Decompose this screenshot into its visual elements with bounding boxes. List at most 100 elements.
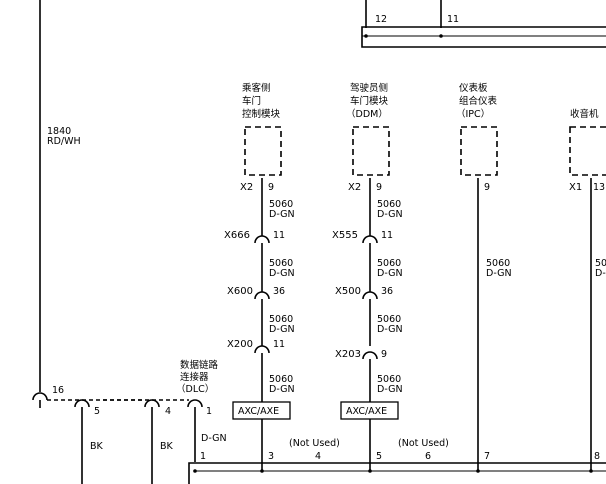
top-pin-11: 11 bbox=[447, 14, 459, 25]
radio-circuit: 收音机 X1 13 50 D- bbox=[569, 108, 606, 471]
not-used-label-6: (Not Used) bbox=[398, 438, 449, 449]
pdm-wire-circuit-3: 5060 bbox=[269, 314, 293, 325]
dlc-name-line-2: 连接器 bbox=[180, 371, 209, 383]
ground-color-4: BK bbox=[160, 441, 174, 452]
top-node-11 bbox=[439, 34, 443, 38]
radio-name: 收音机 bbox=[570, 108, 599, 120]
ddm-name-line-3: （DDM） bbox=[346, 108, 388, 120]
radio-wire-color: D- bbox=[595, 268, 606, 279]
x666-label: X666 bbox=[224, 230, 250, 241]
ddm-wire-color-4: D-GN bbox=[377, 384, 403, 395]
ground-color-5: BK bbox=[90, 441, 104, 452]
pdm-splice-label: AXC/AXE bbox=[238, 406, 279, 417]
ddm-wire-color-1: D-GN bbox=[377, 209, 403, 220]
ipc-wire-circuit: 5060 bbox=[486, 258, 510, 269]
ddm-module-box bbox=[352, 126, 390, 176]
bottom-pin-7: 7 bbox=[484, 451, 490, 462]
bottom-pin-6: 6 bbox=[425, 451, 431, 462]
top-pin-12: 12 bbox=[375, 14, 387, 25]
x500-connector bbox=[362, 291, 378, 300]
dlc-wire-color: D-GN bbox=[201, 433, 227, 444]
x666-connector bbox=[254, 235, 270, 244]
pdm-pin: 9 bbox=[268, 182, 274, 193]
not-used-label-4: (Not Used) bbox=[289, 438, 340, 449]
ddm-splice-label: AXC/AXE bbox=[346, 406, 387, 417]
bottom-node-1 bbox=[193, 469, 197, 473]
ddm-wire-circuit-1: 5060 bbox=[377, 199, 401, 210]
x600-label: X600 bbox=[227, 286, 253, 297]
left-wire-color: RD/WH bbox=[47, 136, 81, 147]
x600-connector bbox=[254, 291, 270, 300]
x203-connector bbox=[362, 351, 378, 360]
dlc-name-line-3: （DLC） bbox=[176, 383, 214, 395]
pdm-wire-color-3: D-GN bbox=[269, 324, 295, 335]
radio-wire-circuit: 50 bbox=[595, 258, 606, 269]
ground-pin-4: 4 bbox=[165, 406, 171, 417]
dlc-dashed-bus: 5 4 1 BK BK D-GN bbox=[47, 399, 227, 484]
x500-pin: 36 bbox=[381, 286, 393, 297]
bottom-connector: 1 3 4 5 6 7 8 (Not Used) (Not Used) bbox=[188, 438, 606, 484]
ddm-wire-circuit-3: 5060 bbox=[377, 314, 401, 325]
dlc-connector bbox=[187, 399, 203, 408]
ground-pin-5: 5 bbox=[94, 406, 100, 417]
x203-label: X203 bbox=[335, 349, 361, 360]
bottom-pin-3: 3 bbox=[268, 451, 274, 462]
x203-pin: 9 bbox=[381, 349, 387, 360]
bottom-connector-outline bbox=[188, 462, 606, 484]
ipc-name-line-3: （IPC） bbox=[456, 108, 490, 120]
ddm-circuit: 驾驶员侧 车门模块 （DDM） X2 9 5060 D-GN X555 11 5… bbox=[332, 82, 403, 471]
x200-label: X200 bbox=[227, 339, 253, 350]
pdm-wire-circuit-4: 5060 bbox=[269, 374, 293, 385]
x200-connector bbox=[254, 345, 270, 354]
left-wire-connector bbox=[32, 392, 48, 401]
ddm-wire-color-3: D-GN bbox=[377, 324, 403, 335]
x555-connector bbox=[362, 235, 378, 244]
bottom-pin-4: 4 bbox=[315, 451, 321, 462]
top-node-12 bbox=[364, 34, 368, 38]
bottom-pin-8: 8 bbox=[594, 451, 600, 462]
left-wire-pin: 16 bbox=[52, 385, 64, 396]
pdm-name-line-2: 车门 bbox=[242, 95, 261, 107]
pdm-wire-color-1: D-GN bbox=[269, 209, 295, 220]
pdm-wire-color-2: D-GN bbox=[269, 268, 295, 279]
pdm-wire-color-4: D-GN bbox=[269, 384, 295, 395]
ipc-circuit: 仪表板 组合仪表 （IPC） 9 5060 D-GN bbox=[456, 82, 512, 471]
x666-pin: 11 bbox=[273, 230, 285, 241]
ddm-connector: X2 bbox=[348, 182, 361, 193]
radio-module-box bbox=[569, 126, 606, 176]
dlc-pin: 1 bbox=[206, 406, 212, 417]
pdm-connector: X2 bbox=[240, 182, 253, 193]
left-wire-1840: 1840 RD/WH 16 bbox=[32, 0, 81, 408]
pdm-wire-circuit-1: 5060 bbox=[269, 199, 293, 210]
ipc-wire-color: D-GN bbox=[486, 268, 512, 279]
bottom-pin-5: 5 bbox=[376, 451, 382, 462]
left-wire-circuit: 1840 bbox=[47, 126, 71, 137]
radio-pin: 13 bbox=[593, 182, 605, 193]
top-connector: 12 11 bbox=[361, 0, 606, 48]
x555-pin: 11 bbox=[381, 230, 393, 241]
pdm-name-line-3: 控制模块 bbox=[242, 108, 281, 120]
ddm-wire-color-2: D-GN bbox=[377, 268, 403, 279]
pdm-name-line-1: 乘客侧 bbox=[242, 82, 271, 94]
ipc-module-box bbox=[460, 126, 498, 176]
ground-connector-5 bbox=[74, 399, 90, 408]
ddm-wire-circuit-4: 5060 bbox=[377, 374, 401, 385]
ipc-name-line-2: 组合仪表 bbox=[459, 95, 498, 107]
dlc-label: 数据链路 连接器 （DLC） bbox=[176, 359, 219, 395]
ddm-pin: 9 bbox=[376, 182, 382, 193]
x600-pin: 36 bbox=[273, 286, 285, 297]
ddm-wire-circuit-2: 5060 bbox=[377, 258, 401, 269]
ground-connector-4 bbox=[144, 399, 160, 408]
pdm-wire-circuit-2: 5060 bbox=[269, 258, 293, 269]
ipc-name-line-1: 仪表板 bbox=[459, 82, 488, 94]
bottom-pin-1: 1 bbox=[200, 451, 206, 462]
ddm-name-line-2: 车门模块 bbox=[350, 95, 389, 107]
dlc-name-line-1: 数据链路 bbox=[180, 359, 219, 371]
x200-pin: 11 bbox=[273, 339, 285, 350]
x555-label: X555 bbox=[332, 230, 358, 241]
radio-connector: X1 bbox=[569, 182, 582, 193]
x500-label: X500 bbox=[335, 286, 361, 297]
pdm-circuit: 乘客侧 车门 控制模块 X2 9 5060 D-GN X666 11 5060 … bbox=[224, 82, 295, 471]
ddm-name-line-1: 驾驶员侧 bbox=[350, 82, 388, 94]
